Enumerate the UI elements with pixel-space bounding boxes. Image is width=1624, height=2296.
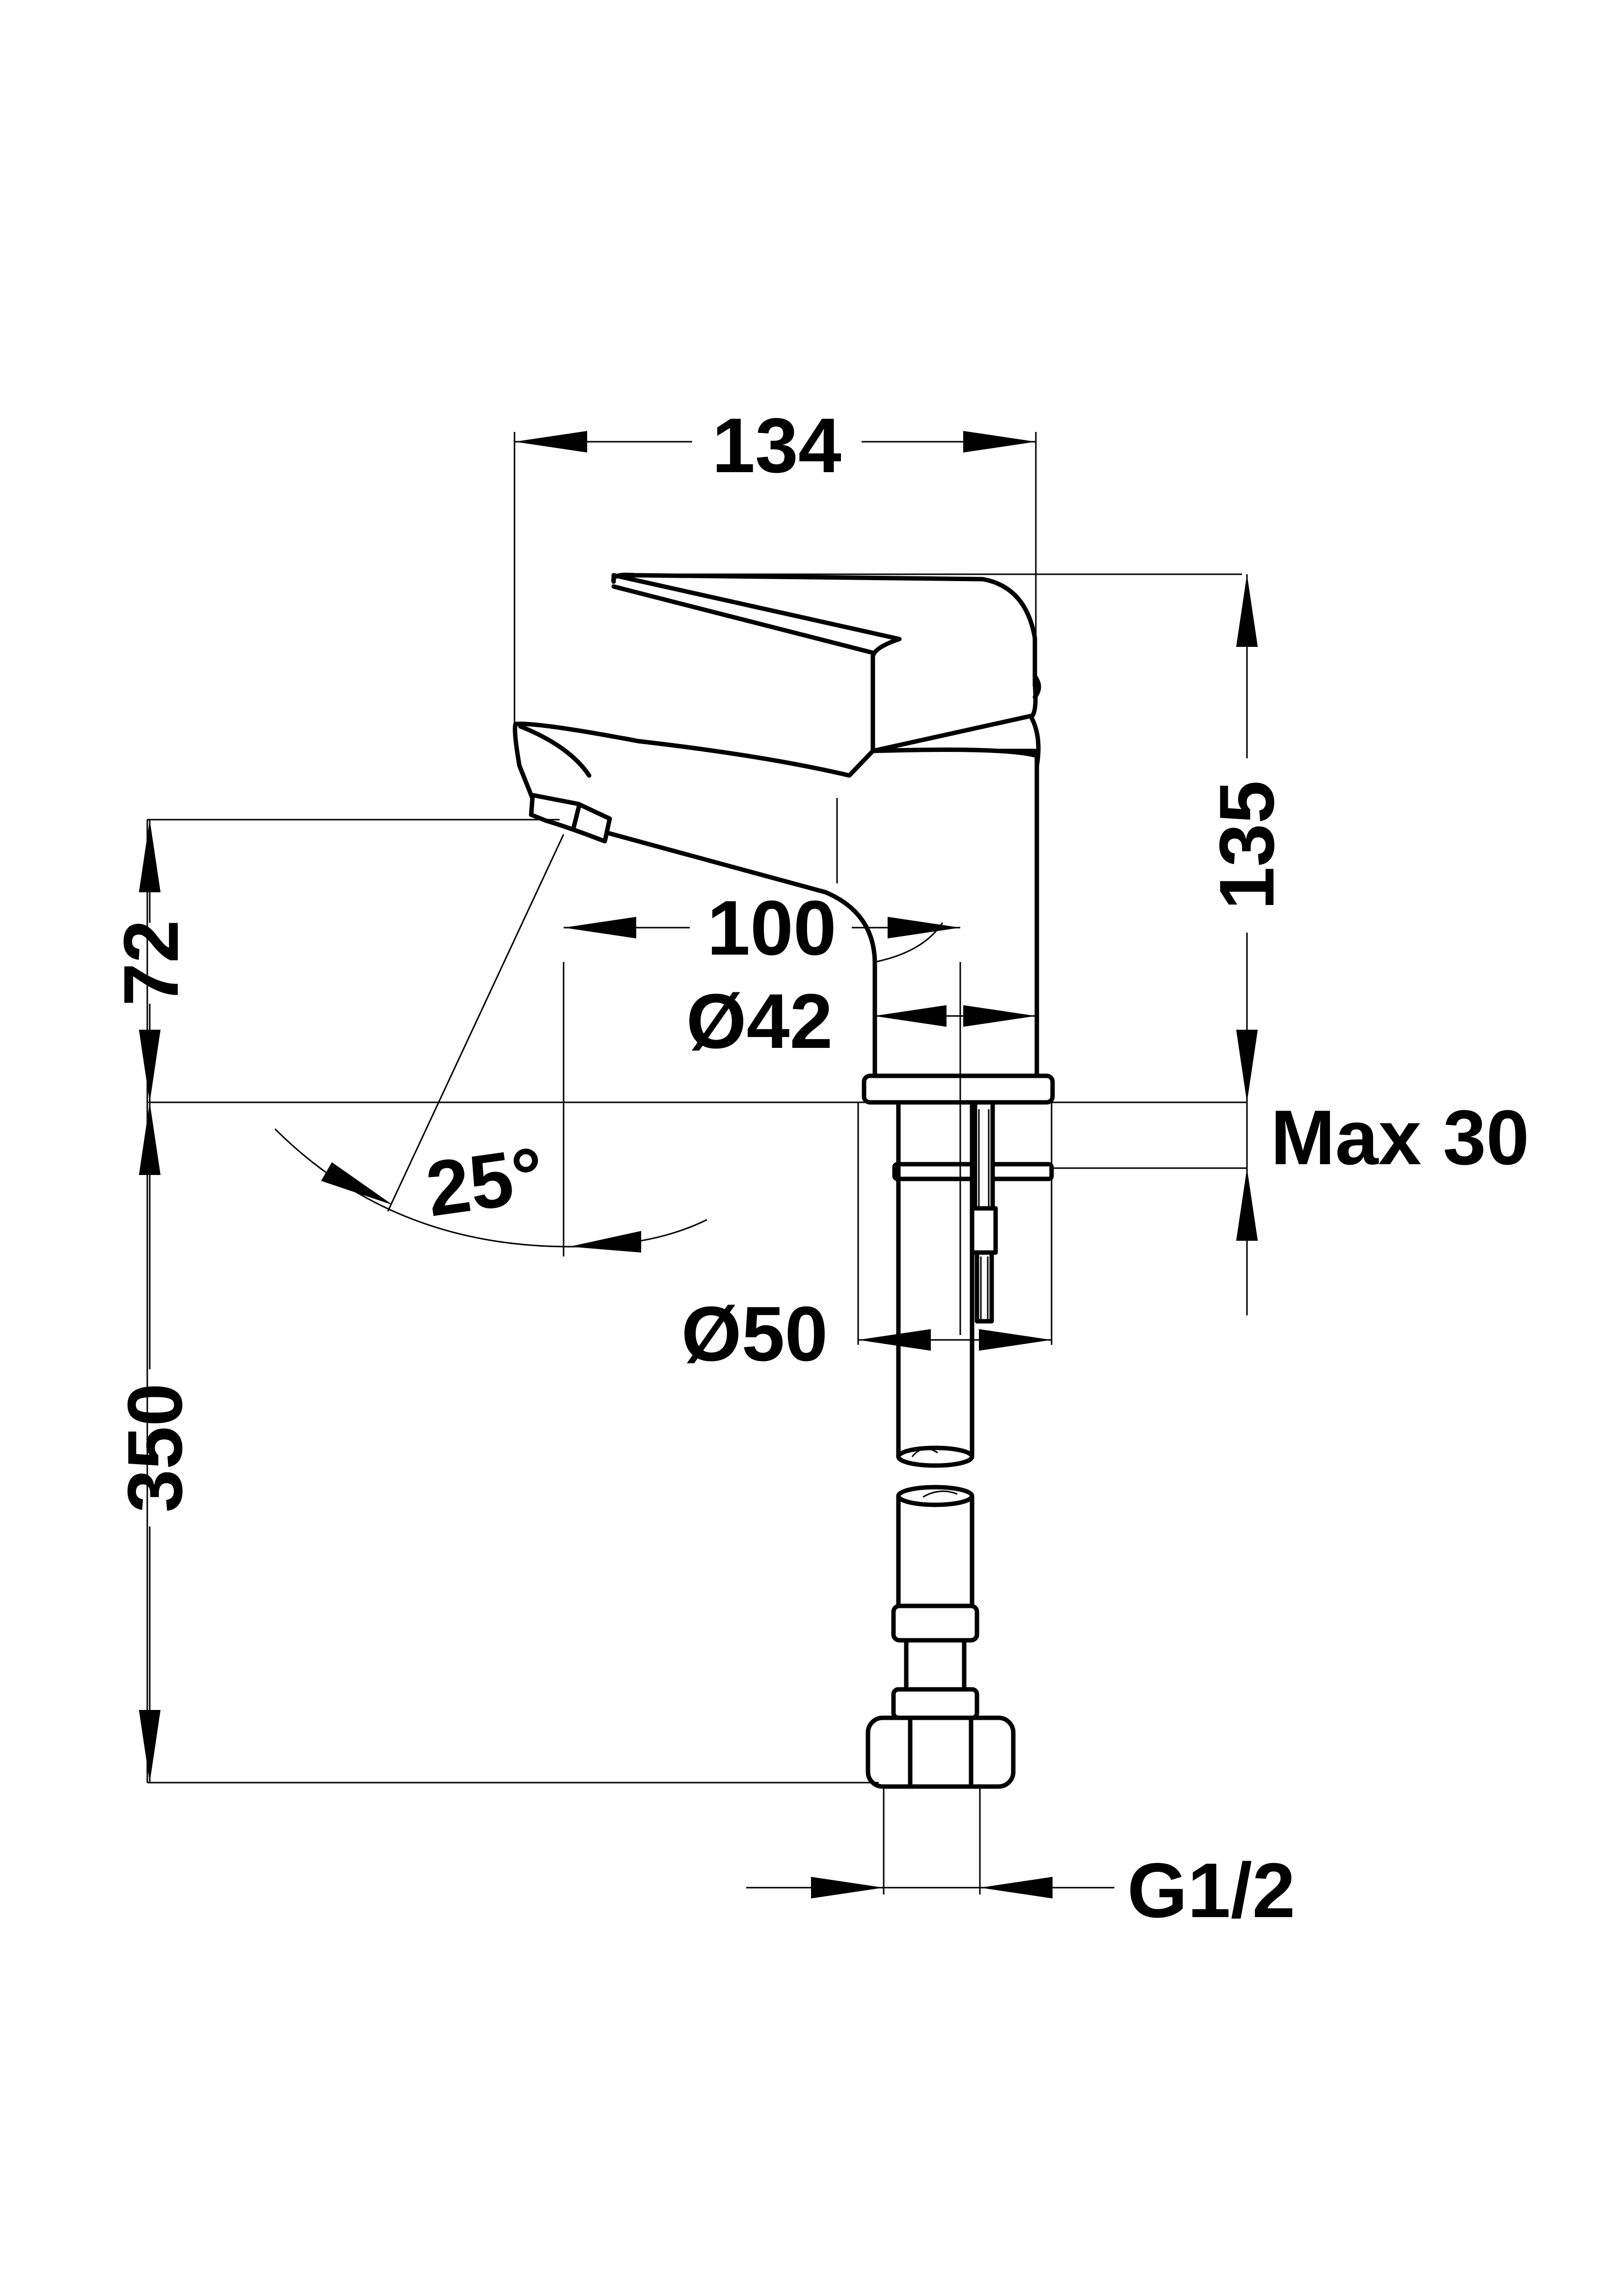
dim-deck-thickness: Max 30 (1271, 1095, 1529, 1181)
supply-hose-lower (896, 1494, 974, 1608)
hex-nut (866, 1715, 1016, 1789)
aerator (529, 793, 612, 844)
base-flange (862, 1073, 1055, 1105)
arrowheads (139, 431, 1258, 1898)
supply-pipe-upper (896, 1100, 974, 1459)
dimension-lines (149, 441, 1248, 1889)
threaded-rod (970, 1100, 998, 1324)
dim-spout-height: 72 (108, 920, 194, 1006)
dim-connection-thread: G1/2 (1127, 1847, 1296, 1934)
faucet-outline (513, 572, 1055, 1789)
dim-handle-angle: 25° (421, 1131, 549, 1233)
dim-body-diameter: Ø42 (686, 978, 833, 1065)
dim-overall-width: 134 (712, 402, 841, 489)
spout (513, 721, 1039, 1078)
lever-cap (1032, 674, 1041, 699)
dim-spout-reach: 100 (707, 885, 837, 971)
extension-lines (146, 432, 1248, 1895)
dimension-labels: 134 135 72 350 100 Ø42 Max 30 Ø50 25° G1… (108, 402, 1529, 1934)
dim-overall-height: 135 (1204, 780, 1290, 910)
dim-hose-length: 350 (112, 1383, 198, 1513)
dim-hole-diameter: Ø50 (681, 1291, 828, 1377)
